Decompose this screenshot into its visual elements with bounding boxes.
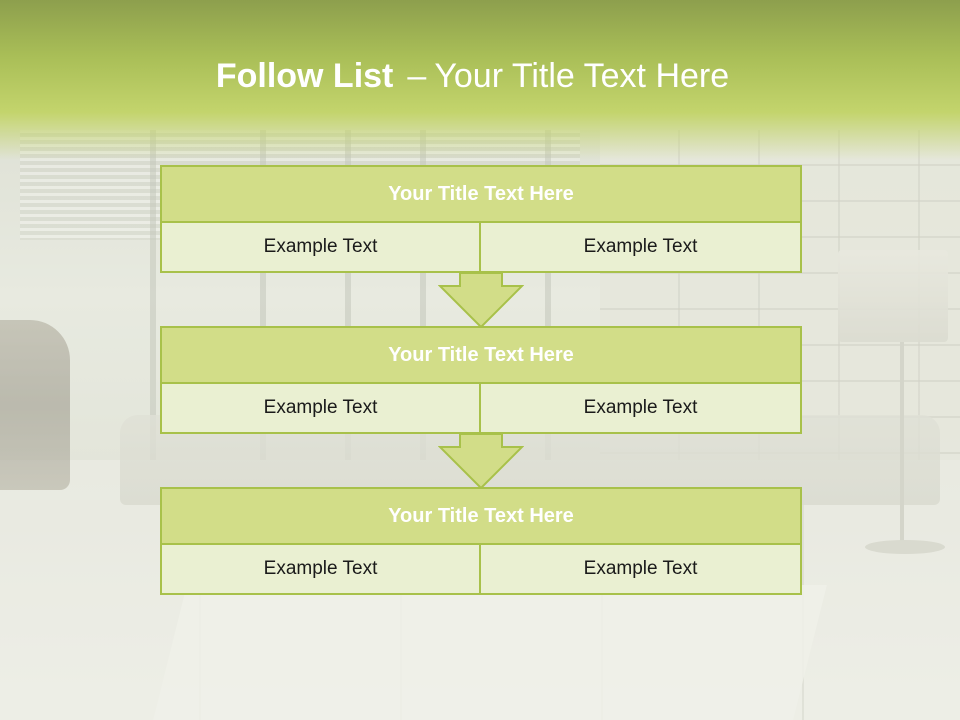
step-cell-left: Example Text — [160, 223, 481, 273]
slide-title-bold: Follow List — [215, 57, 394, 95]
step-row: Example Text Example Text — [160, 384, 802, 434]
slide-title-rest: Your Title Text Here — [434, 57, 730, 95]
lamp-base — [865, 540, 945, 554]
step-cell-right: Example Text — [481, 384, 802, 434]
down-arrow-icon — [438, 272, 524, 328]
window-frame — [260, 130, 266, 460]
step-title: Your Title Text Here — [160, 326, 802, 384]
window-frame — [150, 130, 156, 460]
step-cell-left: Example Text — [160, 545, 481, 595]
vase — [0, 320, 70, 490]
slide-title: Follow List–Your Title Text Here — [0, 52, 945, 100]
step-row: Example Text Example Text — [160, 545, 802, 595]
window-frame — [545, 130, 551, 460]
step-block-3: Your Title Text Here Example Text Exampl… — [160, 487, 802, 595]
step-title: Your Title Text Here — [160, 487, 802, 545]
lamp-shade — [838, 250, 948, 342]
down-arrow-icon — [438, 433, 524, 489]
step-block-2: Your Title Text Here Example Text Exampl… — [160, 326, 802, 434]
header-band — [0, 0, 960, 160]
window-frame — [420, 130, 426, 460]
slide-title-separator: – — [407, 57, 427, 95]
step-cell-right: Example Text — [481, 545, 802, 595]
lamp-pole — [900, 342, 904, 552]
step-row: Example Text Example Text — [160, 223, 802, 273]
step-block-1: Your Title Text Here Example Text Exampl… — [160, 165, 802, 273]
step-title: Your Title Text Here — [160, 165, 802, 223]
step-cell-left: Example Text — [160, 384, 481, 434]
step-cell-right: Example Text — [481, 223, 802, 273]
window-frame — [345, 130, 351, 460]
